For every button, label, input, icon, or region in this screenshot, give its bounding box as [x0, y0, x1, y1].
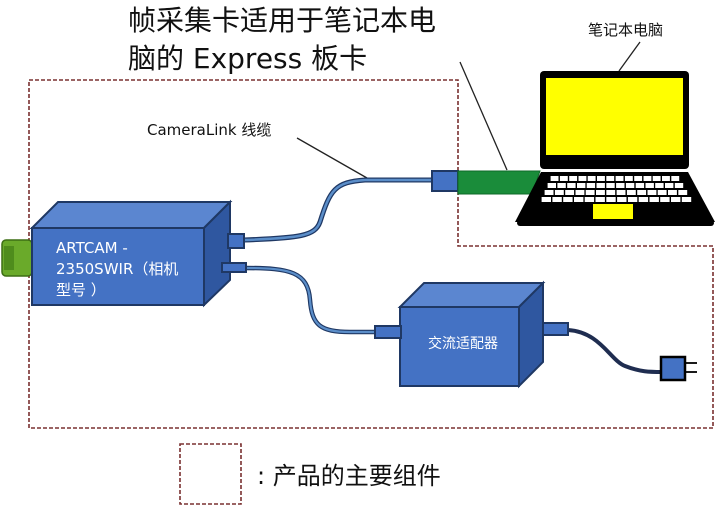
keyboard-key: [657, 190, 667, 195]
adapter-input-port: [374, 325, 402, 339]
keyboard-key: [649, 197, 659, 202]
keyboard-key: [567, 183, 576, 188]
keyboard-key: [652, 176, 661, 181]
laptop-leader-line: [618, 41, 641, 72]
camera-label-line-2: 2350SWIR（相机: [56, 260, 179, 278]
keyboard-key: [617, 197, 627, 202]
keyboard-key: [626, 190, 636, 195]
keyboard-key: [638, 197, 649, 202]
keyboard-key: [586, 183, 596, 188]
keyboard-key: [662, 176, 670, 181]
camera-label-line-1: ARTCAM -: [56, 239, 128, 257]
keyboard-key: [635, 183, 645, 188]
express-card: [457, 170, 541, 195]
ac-adapter: [397, 280, 546, 389]
keyboard-key: [634, 176, 643, 181]
keyboard-key: [616, 183, 625, 188]
ac-cord: [567, 328, 663, 374]
camera-lens: [1, 239, 33, 277]
keyboard-key: [616, 190, 626, 195]
power-plug-icon: [659, 355, 697, 382]
keyboard-key: [595, 197, 605, 202]
keyboard-key: [615, 176, 624, 181]
legend-text: : 产品的主要组件: [257, 462, 441, 490]
keyboard-key: [625, 183, 635, 188]
keyboard-key: [575, 190, 585, 195]
keyboard-key: [627, 197, 638, 202]
card-connector: [431, 170, 459, 192]
touchpad: [593, 204, 633, 219]
keyboard-key: [665, 183, 674, 188]
keyboard-key: [552, 197, 562, 202]
keyboard-key: [655, 183, 664, 188]
cable-leader-line: [296, 137, 368, 179]
keyboard-key: [668, 190, 677, 195]
keyboard-key: [559, 176, 568, 181]
keyboard-key: [606, 197, 616, 202]
keyboard-key: [681, 197, 692, 202]
keyboard-key: [660, 197, 670, 202]
camera-body: [29, 199, 233, 308]
cable-label: CameraLink 线缆: [147, 121, 272, 139]
keyboard-key: [596, 183, 605, 188]
keyboard-key: [557, 183, 566, 188]
adapter-label: 交流适配器: [428, 336, 498, 352]
keyboard-key: [645, 183, 654, 188]
keyboard-key: [637, 190, 647, 195]
keyboard-key: [671, 176, 680, 181]
keyboard-key: [606, 176, 615, 181]
legend-box: [179, 443, 242, 505]
keyboard-key: [596, 190, 605, 195]
camera-label-line-3: 型号 ）: [56, 281, 106, 299]
keyboard-key: [554, 190, 564, 195]
keyboard-key: [547, 183, 556, 188]
keyboard-key: [647, 190, 657, 195]
keyboard-key: [578, 176, 587, 181]
keyboard-key: [565, 190, 575, 195]
keyboard-key: [587, 176, 596, 181]
keyboard-key: [577, 183, 586, 188]
keyboard-key: [606, 190, 616, 195]
keyboard-key: [569, 176, 578, 181]
keyboard-key: [584, 197, 595, 202]
laptop-label: 笔记本电脑: [588, 21, 664, 39]
keyboard-key: [674, 183, 684, 188]
keyboard-key: [541, 197, 551, 202]
adapter-output-port: [542, 322, 569, 336]
keyboard-key: [544, 190, 554, 195]
keyboard-key: [574, 197, 584, 202]
keyboard: [541, 176, 692, 202]
keyboard-key: [585, 190, 595, 195]
camera-power-port: [221, 262, 247, 273]
keyboard-key: [563, 197, 573, 202]
keyboard-key: [624, 176, 633, 181]
laptop-icon: [515, 71, 715, 226]
camera-cameralink-port: [227, 233, 245, 249]
product-boundary: [28, 79, 714, 429]
keyboard-key: [678, 190, 688, 195]
keyboard-key: [550, 176, 559, 181]
cameralink-cable: [243, 177, 432, 243]
title-text: 帧采集卡适用于笔记本电 脑的 Express 板卡: [128, 2, 436, 78]
title-line-1: 帧采集卡适用于笔记本电: [128, 4, 437, 37]
keyboard-key: [597, 176, 605, 181]
title-leader-line: [459, 61, 508, 171]
camera-label: ARTCAM - 2350SWIR（相机 型号 ）: [56, 238, 226, 301]
keyboard-key: [606, 183, 615, 188]
keyboard-key: [671, 197, 681, 202]
keyboard-key: [643, 176, 652, 181]
title-line-2: 脑的 Express 板卡: [128, 42, 368, 75]
